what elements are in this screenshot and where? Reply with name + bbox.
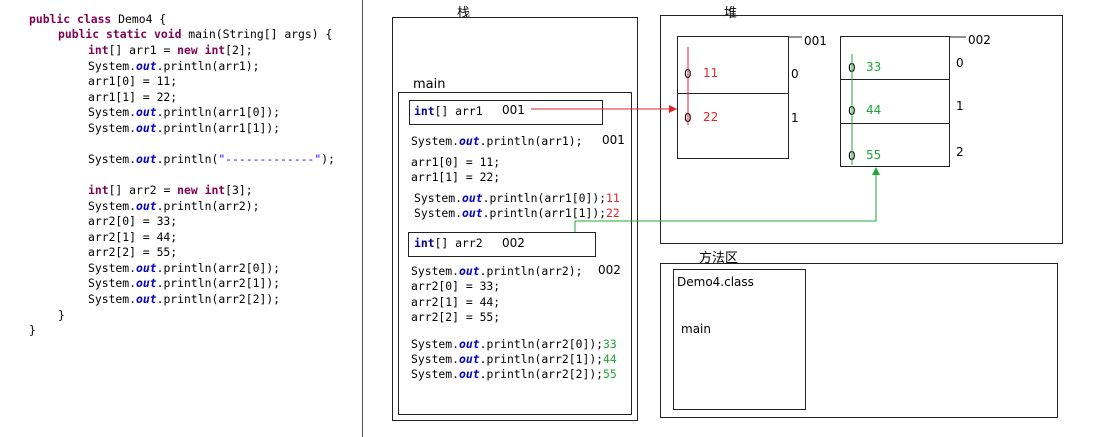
code-line: System.out.println(arr1); <box>88 59 260 73</box>
code-line: System.out.println(arr2[2]); <box>88 292 281 306</box>
code-line: arr2[2] = 55; <box>88 245 178 259</box>
code-line: System.out.println(arr2[1]); <box>88 276 281 290</box>
arr2-declaration: int[] arr2 <box>414 236 483 250</box>
arr2-cell2-value: 55 <box>866 148 882 162</box>
main-frame-title: main <box>413 77 446 92</box>
print-output-11: 11 <box>606 191 620 205</box>
main-method-entry: main <box>681 322 711 336</box>
stack-line: System.out.println(arr2[2]);55 <box>411 367 617 381</box>
arr2-index-2: 2 <box>956 145 964 159</box>
stack-line: arr1[1] = 22; <box>411 170 501 184</box>
print-output-002: 002 <box>598 263 621 277</box>
arr1-address: 001 <box>804 34 827 48</box>
print-output-33: 33 <box>603 337 617 351</box>
code-line: arr2[0] = 33; <box>88 214 178 228</box>
demo4-class-box <box>673 269 806 410</box>
stack-line: arr2[1] = 44; <box>411 295 501 309</box>
arr2-index-1: 1 <box>956 99 964 113</box>
main-stack-frame <box>398 92 632 415</box>
arr2-cell1-default: 0 <box>848 104 856 118</box>
code-line: arr1[1] = 22; <box>88 90 178 104</box>
panel-divider <box>362 0 363 437</box>
arr2-cell2-default: 0 <box>848 149 856 163</box>
heap-title: 堆 <box>724 6 738 21</box>
code-line-main-decl: public static void main(String[] args) { <box>58 27 333 41</box>
code-line-close-brace: } <box>29 323 36 337</box>
arr1-index-0: 0 <box>791 67 799 81</box>
arr1-index-1: 1 <box>791 111 799 125</box>
arr1-cell0-default: 0 <box>684 67 692 81</box>
arr2-cell1-value: 44 <box>866 103 882 117</box>
code-line: System.out.println("-------------"); <box>88 152 335 166</box>
code-line: System.out.println(arr1[1]); <box>88 121 281 135</box>
arr2-cell0-default: 0 <box>848 61 856 75</box>
stack-line: System.out.println(arr1[1]);22 <box>414 206 620 220</box>
code-line: System.out.println(arr2[0]); <box>88 261 281 275</box>
source-code-panel: public class Demo4 { public static void … <box>0 0 362 437</box>
stack-line: System.out.println(arr2[1]);44 <box>411 352 617 366</box>
code-line: arr2[1] = 44; <box>88 230 178 244</box>
stack-line: System.out.println(arr2); <box>411 264 583 278</box>
method-area-title: 方法区 <box>699 251 739 266</box>
arr2-index-0: 0 <box>956 56 964 70</box>
arr1-cell1-value: 22 <box>703 110 719 124</box>
method-area <box>660 263 1058 418</box>
print-output-001: 001 <box>602 133 625 147</box>
arr2-reference-value: 002 <box>502 236 525 250</box>
stack-line: arr2[0] = 33; <box>411 279 501 293</box>
arr1-reference-value: 001 <box>502 103 525 117</box>
code-line: System.out.println(arr1[0]); <box>88 105 281 119</box>
arr1-cell-divider <box>677 93 789 94</box>
code-line-class-decl: public class Demo4 { <box>29 12 167 26</box>
code-line: int[] arr2 = new int[3]; <box>88 183 253 197</box>
arr1-heap-object <box>677 36 789 159</box>
stack-line: System.out.println(arr2[0]);33 <box>411 337 617 351</box>
arr2-cell0-value: 33 <box>866 60 882 74</box>
arr1-cell1-default: 0 <box>684 111 692 125</box>
stack-line: arr2[2] = 55; <box>411 310 501 324</box>
arr1-variable-box <box>409 100 603 125</box>
heap-area <box>660 15 1063 244</box>
arr2-heap-object <box>840 36 950 167</box>
code-line: System.out.println(arr2); <box>88 199 260 213</box>
print-output-55: 55 <box>603 367 617 381</box>
stack-line: arr1[0] = 11; <box>411 155 501 169</box>
stack-line: System.out.println(arr1); <box>411 134 583 148</box>
arr2-cell-divider <box>840 79 950 80</box>
code-line: int[] arr1 = new int[2]; <box>88 43 253 57</box>
arr2-variable-box <box>408 232 596 257</box>
stack-line: System.out.println(arr1[0]);11 <box>414 191 620 205</box>
arr1-cell0-value: 11 <box>703 66 719 80</box>
code-line-close-brace: } <box>58 308 65 322</box>
arr2-address: 002 <box>968 33 991 47</box>
demo4-class-name: Demo4.class <box>677 275 754 289</box>
arr2-cell-divider <box>840 123 950 124</box>
arr1-declaration: int[] arr1 <box>414 104 483 118</box>
print-output-44: 44 <box>603 352 617 366</box>
print-output-22: 22 <box>606 206 620 220</box>
code-line: arr1[0] = 11; <box>88 74 178 88</box>
